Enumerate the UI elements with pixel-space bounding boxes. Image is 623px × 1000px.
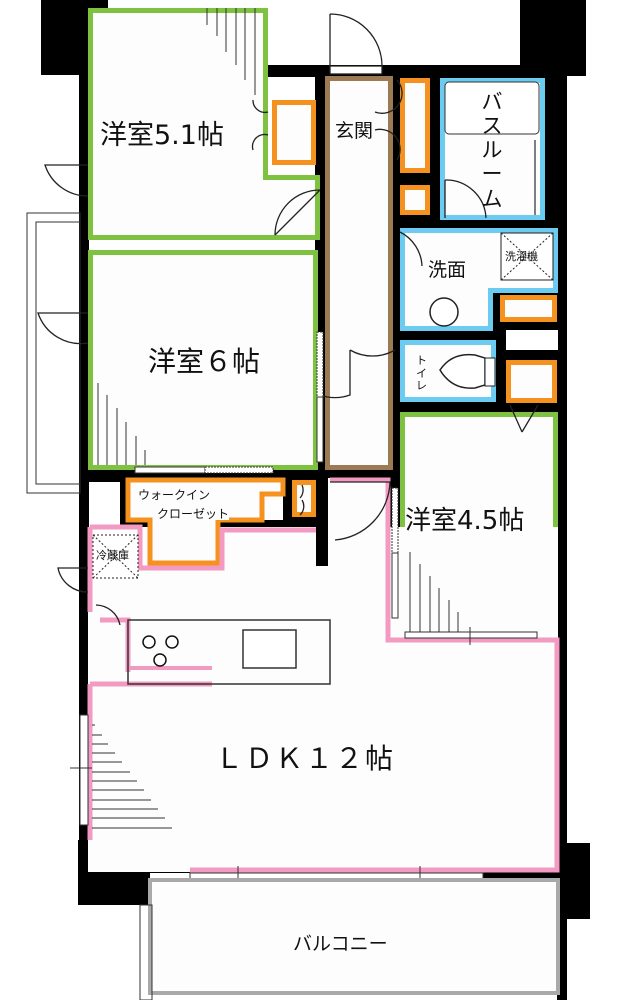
ldk-floor-upper <box>327 478 389 538</box>
walk-in-closet-label-1: ウォークイン <box>138 488 211 502</box>
ldk-floor <box>88 527 558 872</box>
washroom-label: 洗面 <box>428 259 467 281</box>
walk-in-closet-label-2: クローゼット <box>157 507 230 521</box>
washing-machine-label: 洗濯機 <box>505 250 538 263</box>
refrigerator-label: 冷蔵庫 <box>96 549 129 562</box>
western-room-3-label: 洋室4.5帖 <box>405 506 525 536</box>
western-room-1-label: 洋室5.1帖 <box>100 120 224 151</box>
linen-cupboard <box>500 295 557 322</box>
wic-side-shelf <box>260 500 280 512</box>
western-room-2-label: 洋室６帖 <box>148 345 261 378</box>
small-closet-hall <box>292 480 316 517</box>
shoe-closet-small <box>400 185 430 215</box>
entrance <box>325 76 393 470</box>
shelf-white <box>506 330 558 350</box>
closet-room-3 <box>506 360 557 403</box>
western-room-1-ext <box>263 175 320 240</box>
western-room-1-join <box>258 180 270 235</box>
bathroom-label: バスルーム <box>481 90 503 211</box>
toilet-label: トイレ <box>416 354 427 393</box>
stove-burners <box>142 635 179 667</box>
ldk-label: ＬＤＫ１２帖 <box>215 742 396 775</box>
shoe-closet-tall <box>400 78 430 173</box>
exterior-wall-right <box>557 70 567 1000</box>
closet-room-1 <box>272 100 316 165</box>
balcony-label: バルコニー <box>293 933 388 955</box>
entrance-label: 玄関 <box>335 120 374 142</box>
pillar-top-right <box>520 0 586 76</box>
